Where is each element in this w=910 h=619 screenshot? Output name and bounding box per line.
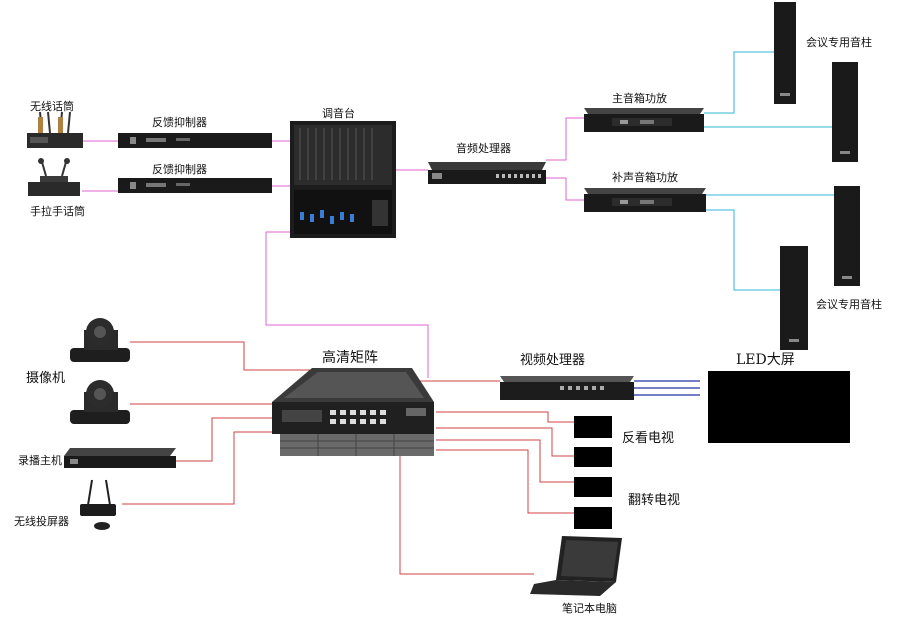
link-processor-fill-amp	[546, 177, 584, 201]
label-audio-processor: 音频处理器	[456, 141, 511, 155]
link-matrix-tv1	[436, 411, 574, 423]
mixer	[290, 121, 396, 238]
handheld-mic	[28, 158, 80, 196]
label-led-screen: LED大屏	[736, 352, 795, 368]
label-column-speaker-top: 会议专用音柱	[806, 35, 872, 49]
link-mixer-matrix	[265, 231, 429, 378]
label-mixer: 调音台	[322, 106, 355, 120]
label-monitor-tv: 反看电视	[622, 430, 674, 446]
link-projector-matrix	[122, 431, 272, 505]
label-hd-matrix: 高清矩阵	[322, 349, 378, 366]
label-main-amp: 主音箱功放	[612, 91, 667, 105]
link-recorder-matrix	[176, 417, 272, 462]
label-camera: 摄像机	[26, 371, 65, 386]
label-column-speaker-bottom: 会议专用音柱	[816, 297, 882, 311]
monitor-tv-2	[574, 447, 612, 467]
label-feedback-1: 反馈抑制器	[152, 115, 207, 129]
feedback-suppressor-2	[118, 178, 272, 193]
main-amplifier	[584, 108, 704, 132]
feedback-suppressor-1	[118, 133, 272, 148]
link-fill-amp-speaker4	[706, 209, 780, 291]
wireless-projector	[80, 479, 116, 530]
link-matrix-tv3	[436, 439, 574, 483]
label-wireless-mic: 无线话筒	[30, 99, 74, 113]
led-links	[634, 380, 700, 396]
column-speaker-2	[832, 62, 858, 162]
video-processor	[500, 376, 634, 400]
column-speaker-1	[774, 2, 796, 104]
label-handheld-mic: 手拉手话筒	[30, 204, 85, 218]
label-fill-amp: 补声音箱功放	[612, 170, 678, 184]
column-speaker-3	[834, 186, 860, 286]
speaker-links	[704, 51, 834, 291]
led-screen	[708, 371, 850, 443]
link-processor-main-amp	[546, 117, 584, 161]
link-matrix-tv2	[436, 427, 574, 457]
label-video-processor: 视频处理器	[520, 353, 585, 368]
recorder	[64, 448, 176, 468]
label-laptop: 笔记本电脑	[562, 601, 617, 615]
link-matrix-laptop	[399, 456, 534, 575]
link-main-amp-speaker1	[704, 51, 774, 114]
video-links	[122, 341, 574, 575]
column-speaker-4	[780, 246, 808, 350]
audio-processor	[428, 162, 546, 184]
label-recorder: 录播主机	[18, 453, 62, 467]
audio-links	[82, 117, 584, 378]
monitor-tv-1	[574, 416, 612, 438]
laptop	[530, 536, 622, 596]
hd-matrix	[272, 368, 434, 456]
link-matrix-tv4	[436, 449, 574, 514]
camera-2	[70, 380, 130, 424]
wireless-mic	[27, 111, 83, 148]
camera-1	[70, 318, 130, 362]
label-wireless-projector: 无线投屏器	[14, 514, 69, 528]
link-camera1-matrix	[130, 341, 312, 371]
flip-tv-2	[574, 507, 612, 529]
label-feedback-2: 反馈抑制器	[152, 162, 207, 176]
fill-amplifier	[584, 188, 706, 212]
flip-tv-1	[574, 477, 612, 497]
label-flip-tv: 翻转电视	[628, 493, 680, 508]
